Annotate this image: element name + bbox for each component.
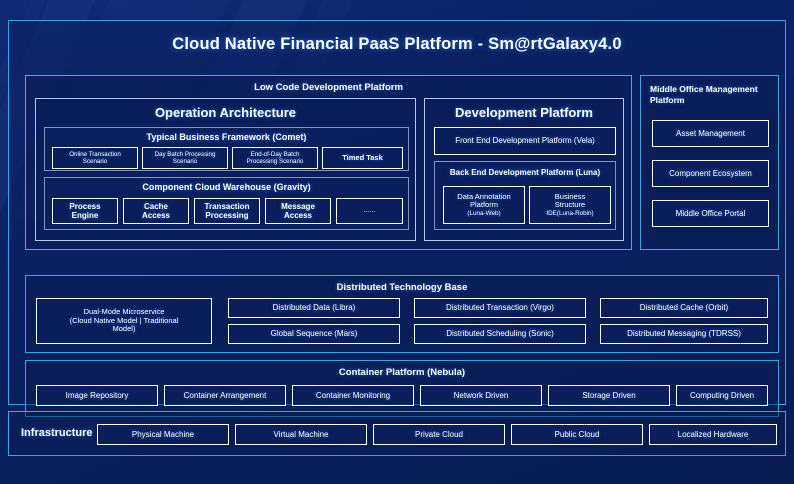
cell-line-1: Data Annotation <box>457 191 511 201</box>
cell-line-1: Day Batch Processing <box>154 150 216 158</box>
cell-front-end-development-platform[interactable]: Front End Development Platform (Vela) <box>434 127 616 155</box>
cell-online-transaction-scenario[interactable]: Online Transaction Scenario <box>52 147 138 169</box>
cell-component-ecosystem[interactable]: Component Ecosystem <box>652 160 769 187</box>
cell-line-2: Platform <box>470 200 498 210</box>
container-platform-panel: Container Platform (Nebula) Image Reposi… <box>25 360 779 417</box>
cell-distributed-transaction[interactable]: Distributed Transaction (Virgo) <box>414 298 586 318</box>
cell-line-1: Message <box>281 201 315 211</box>
page-title: Cloud Native Financial PaaS Platform - S… <box>172 35 622 53</box>
cell-line-2: Engine <box>71 211 99 220</box>
cell-process-engine[interactable]: Process Engine <box>52 198 118 224</box>
cell-line-2: Access <box>283 211 312 220</box>
cell-container-monitoring[interactable]: Container Monitoring <box>292 385 414 406</box>
cell-distributed-data[interactable]: Distributed Data (Libra) <box>228 298 400 318</box>
cell-dual-mode-microservice[interactable]: Dual-Mode Microservice (Cloud Native Mod… <box>36 298 212 344</box>
cell-line-2: (Cloud Native Model | Traditional <box>69 315 179 325</box>
distributed-technology-base-panel: Distributed Technology Base Dual-Mode Mi… <box>25 275 779 353</box>
cell-physical-machine[interactable]: Physical Machine <box>97 424 229 445</box>
cell-line-1: Online Transaction <box>69 150 121 158</box>
typical-business-framework-group: Typical Business Framework (Comet) Onlin… <box>44 127 409 171</box>
typical-business-framework-title: Typical Business Framework (Comet) <box>146 132 307 142</box>
cell-virtual-machine[interactable]: Virtual Machine <box>235 424 367 445</box>
operation-architecture-title: Operation Architecture <box>154 105 297 120</box>
main-platform-panel: Cloud Native Financial PaaS Platform - S… <box>8 20 786 417</box>
cell-middle-office-portal[interactable]: Middle Office Portal <box>652 200 769 227</box>
development-platform-panel: Development Platform Front End Developme… <box>424 98 624 241</box>
low-code-development-platform-panel: Low Code Development Platform Operation … <box>25 75 632 250</box>
middle-office-management-platform-panel: Middle Office Management Platform Asset … <box>640 75 779 250</box>
cell-message-access[interactable]: Message Access <box>265 198 331 224</box>
low-code-heading: Low Code Development Platform <box>254 82 403 93</box>
infrastructure-label: Infrastructure <box>21 427 93 439</box>
component-cloud-warehouse-title: Component Cloud Warehouse (Gravity) <box>142 182 311 192</box>
component-cloud-warehouse-group: Component Cloud Warehouse (Gravity) Proc… <box>44 177 409 230</box>
cell-line-3: Model) <box>112 324 136 334</box>
cell-network-driven[interactable]: Network Driven <box>420 385 542 406</box>
cell-line-1: Front End Development Platform (Vela) <box>455 136 595 146</box>
distributed-technology-base-heading: Distributed Technology Base <box>336 282 468 293</box>
cell-public-cloud[interactable]: Public Cloud <box>511 424 643 445</box>
cell-distributed-scheduling[interactable]: Distributed Scheduling (Sonic) <box>414 324 586 344</box>
cell-storage-driven[interactable]: Storage Driven <box>548 385 670 406</box>
cell-line-1: Transaction <box>204 201 250 211</box>
operation-architecture-panel: Operation Architecture Typical Business … <box>35 98 416 241</box>
cell-localized-hardware[interactable]: Localized Hardware <box>649 424 777 445</box>
cell-cache-access[interactable]: Cache Access <box>123 198 189 224</box>
cell-private-cloud[interactable]: Private Cloud <box>373 424 505 445</box>
cell-line-2: Structure <box>554 200 586 210</box>
cell-line-1: ...... <box>363 206 376 214</box>
cell-asset-management[interactable]: Asset Management <box>652 120 769 147</box>
cell-global-sequence[interactable]: Global Sequence (Mars) <box>228 324 400 344</box>
cell-end-of-day-batch-processing-scenario[interactable]: End-of-Day Batch Processing Scenario <box>232 147 318 169</box>
cell-ellipsis[interactable]: ...... <box>336 198 403 224</box>
cell-line-1: Cache <box>143 201 168 211</box>
container-platform-heading: Container Platform (Nebula) <box>338 367 466 378</box>
cell-distributed-cache[interactable]: Distributed Cache (Orbit) <box>600 298 768 318</box>
cell-computing-driven[interactable]: Computing Driven <box>676 385 768 406</box>
cell-line-1: Dual-Mode Microservice <box>83 307 165 317</box>
cell-data-annotation-platform[interactable]: Data Annotation Platform (Luna-Web) <box>443 186 525 224</box>
infrastructure-panel: Infrastructure Physical Machine Virtual … <box>8 411 786 456</box>
cell-distributed-messaging[interactable]: Distributed Messaging (TDRSS) <box>600 324 768 344</box>
cell-business-structure-ide[interactable]: Business Structure IDE(Luna-Robin) <box>529 186 611 224</box>
cell-day-batch-processing-scenario[interactable]: Day Batch Processing Scenario <box>142 147 228 169</box>
cell-line-2: Access <box>141 211 171 220</box>
cell-line-3: (Luna-Web) <box>467 210 501 217</box>
cell-line-2: Processing <box>205 211 249 220</box>
cell-timed-task[interactable]: Timed Task <box>322 147 403 169</box>
middle-office-title: Middle Office Management Platform <box>650 84 758 106</box>
cell-transaction-processing[interactable]: Transaction Processing <box>194 198 260 224</box>
cell-line-1: Timed Task <box>342 152 383 162</box>
back-end-development-platform-group: Back End Development Platform (Luna) Dat… <box>434 161 616 230</box>
cell-line-3: IDE(Luna-Robin) <box>546 210 594 217</box>
cell-image-repository[interactable]: Image Repository <box>36 385 158 406</box>
cell-line-2: Scenario <box>172 158 198 165</box>
cell-line-1: Process <box>69 201 101 211</box>
cell-line-2: Scenario <box>82 158 108 165</box>
cell-line-1: Business <box>554 191 586 201</box>
cell-container-arrangement[interactable]: Container Arrangement <box>164 385 286 406</box>
development-platform-title: Development Platform <box>455 105 593 120</box>
back-end-development-platform-title: Back End Development Platform (Luna) <box>449 168 601 177</box>
cell-line-1: End-of-Day Batch <box>250 150 300 158</box>
cell-line-2: Processing Scenario <box>246 158 304 165</box>
